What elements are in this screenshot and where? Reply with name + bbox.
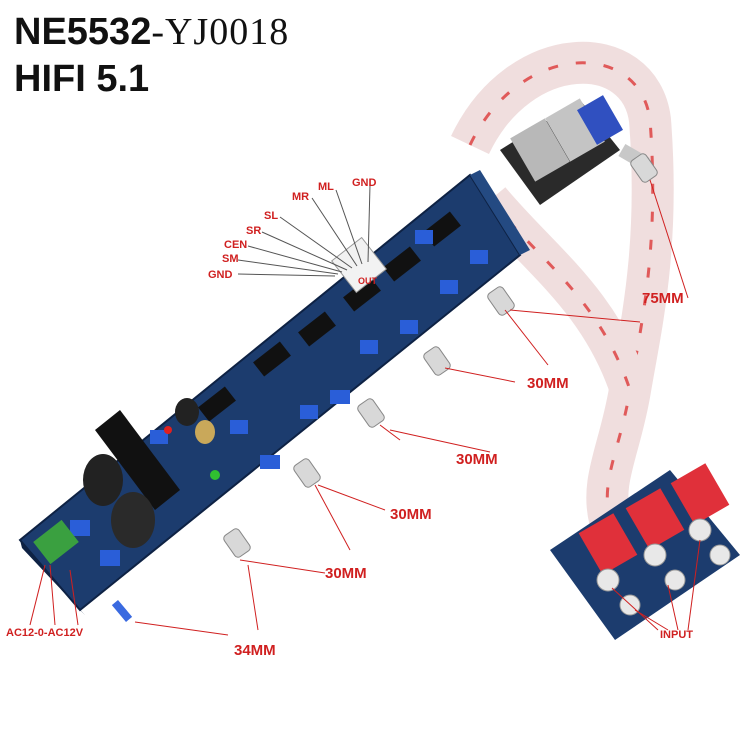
pin-label-cen: CEN	[224, 239, 247, 251]
dim-label-30mm-3: 30MM	[390, 506, 432, 523]
pin-callout-lines	[237, 184, 371, 277]
dimension-leader-lines	[29, 179, 701, 636]
pin-label-mr: MR	[292, 191, 309, 203]
pin-label-gnd-bottom: GND	[208, 269, 233, 281]
output-header-connector	[331, 236, 387, 294]
dim-label-75mm: 75MM	[642, 290, 684, 307]
model-name: NE5532	[14, 11, 152, 53]
dim-label-30mm-2: 30MM	[456, 451, 498, 468]
pin-label-sm: SM	[222, 253, 239, 265]
dim-label-34mm: 34MM	[234, 642, 276, 659]
tone-knobs	[111, 153, 658, 622]
input-rca-board	[550, 463, 740, 640]
blue-components	[70, 230, 488, 566]
power-input-label: AC12-0-AC12V	[6, 627, 84, 639]
input-label: INPUT	[660, 629, 693, 641]
board-out-label: OUT	[358, 276, 378, 286]
pin-label-sl: SL	[264, 210, 278, 222]
power-section	[33, 398, 220, 565]
dim-label-30mm-4: 30MM	[325, 565, 367, 582]
product-title: NE5532-YJ0018	[14, 10, 289, 54]
pin-label-sr: SR	[246, 225, 261, 237]
pin-label-ml: ML	[318, 181, 334, 193]
product-subtitle: HIFI 5.1	[14, 58, 150, 100]
volume-potentiometer-block	[500, 95, 650, 205]
pin-label-gnd-top: GND	[352, 177, 377, 189]
model-code: -YJ0018	[151, 11, 290, 53]
dim-label-30mm-1: 30MM	[527, 375, 569, 392]
pcb-board	[18, 170, 530, 615]
